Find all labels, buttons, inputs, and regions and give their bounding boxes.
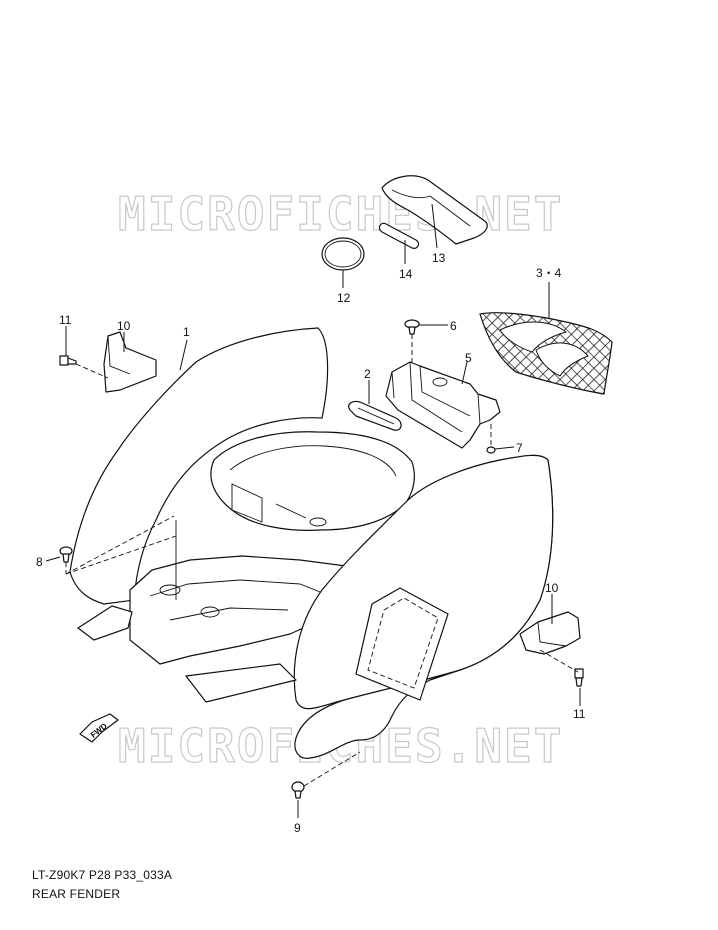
callout-11-right: 11 <box>573 707 586 721</box>
part-12-ring <box>321 237 365 271</box>
part-11-bolt-right <box>574 668 584 687</box>
part-7-screw <box>486 446 496 454</box>
callout-5: 5 <box>465 351 472 365</box>
part-5-tray <box>385 361 501 449</box>
part-10-bracket-right <box>519 611 581 655</box>
watermark-top: MICROFICHES.NET <box>118 187 563 241</box>
callout-12: 12 <box>337 291 351 305</box>
callout-labels: 13 14 12 3・4 6 5 7 2 1 10 11 8 10 11 9 <box>36 251 586 835</box>
part-8-screw <box>59 546 73 563</box>
callout-3-4: 3・4 <box>536 266 562 280</box>
callout-1: 1 <box>183 325 190 339</box>
fwd-arrow-icon: FWD <box>79 713 119 743</box>
callout-10-left: 10 <box>117 319 131 333</box>
callout-9: 9 <box>294 821 301 835</box>
part-14-pin <box>378 222 420 249</box>
callout-11-left: 11 <box>59 313 72 327</box>
callout-13: 13 <box>432 251 446 265</box>
callout-2: 2 <box>364 367 371 381</box>
diagram-title: REAR FENDER <box>32 887 121 901</box>
callout-14: 14 <box>399 267 413 281</box>
diagram-code: LT-Z90K7 P28 P33_033A <box>32 868 173 882</box>
part-6-screw <box>404 319 420 335</box>
callout-10-right: 10 <box>545 581 559 595</box>
part-2-emblem <box>348 400 402 431</box>
part-1-rear-fender <box>69 327 554 759</box>
callout-6: 6 <box>450 319 457 333</box>
part-13-cover <box>381 175 488 245</box>
callout-8: 8 <box>36 555 43 569</box>
part-3-4-decal <box>479 312 613 395</box>
part-9-screw <box>291 781 305 799</box>
callout-7: 7 <box>516 441 523 455</box>
leader-lines <box>45 203 581 818</box>
part-10-bracket-left <box>103 331 157 393</box>
part-11-bolt-left <box>59 355 77 366</box>
